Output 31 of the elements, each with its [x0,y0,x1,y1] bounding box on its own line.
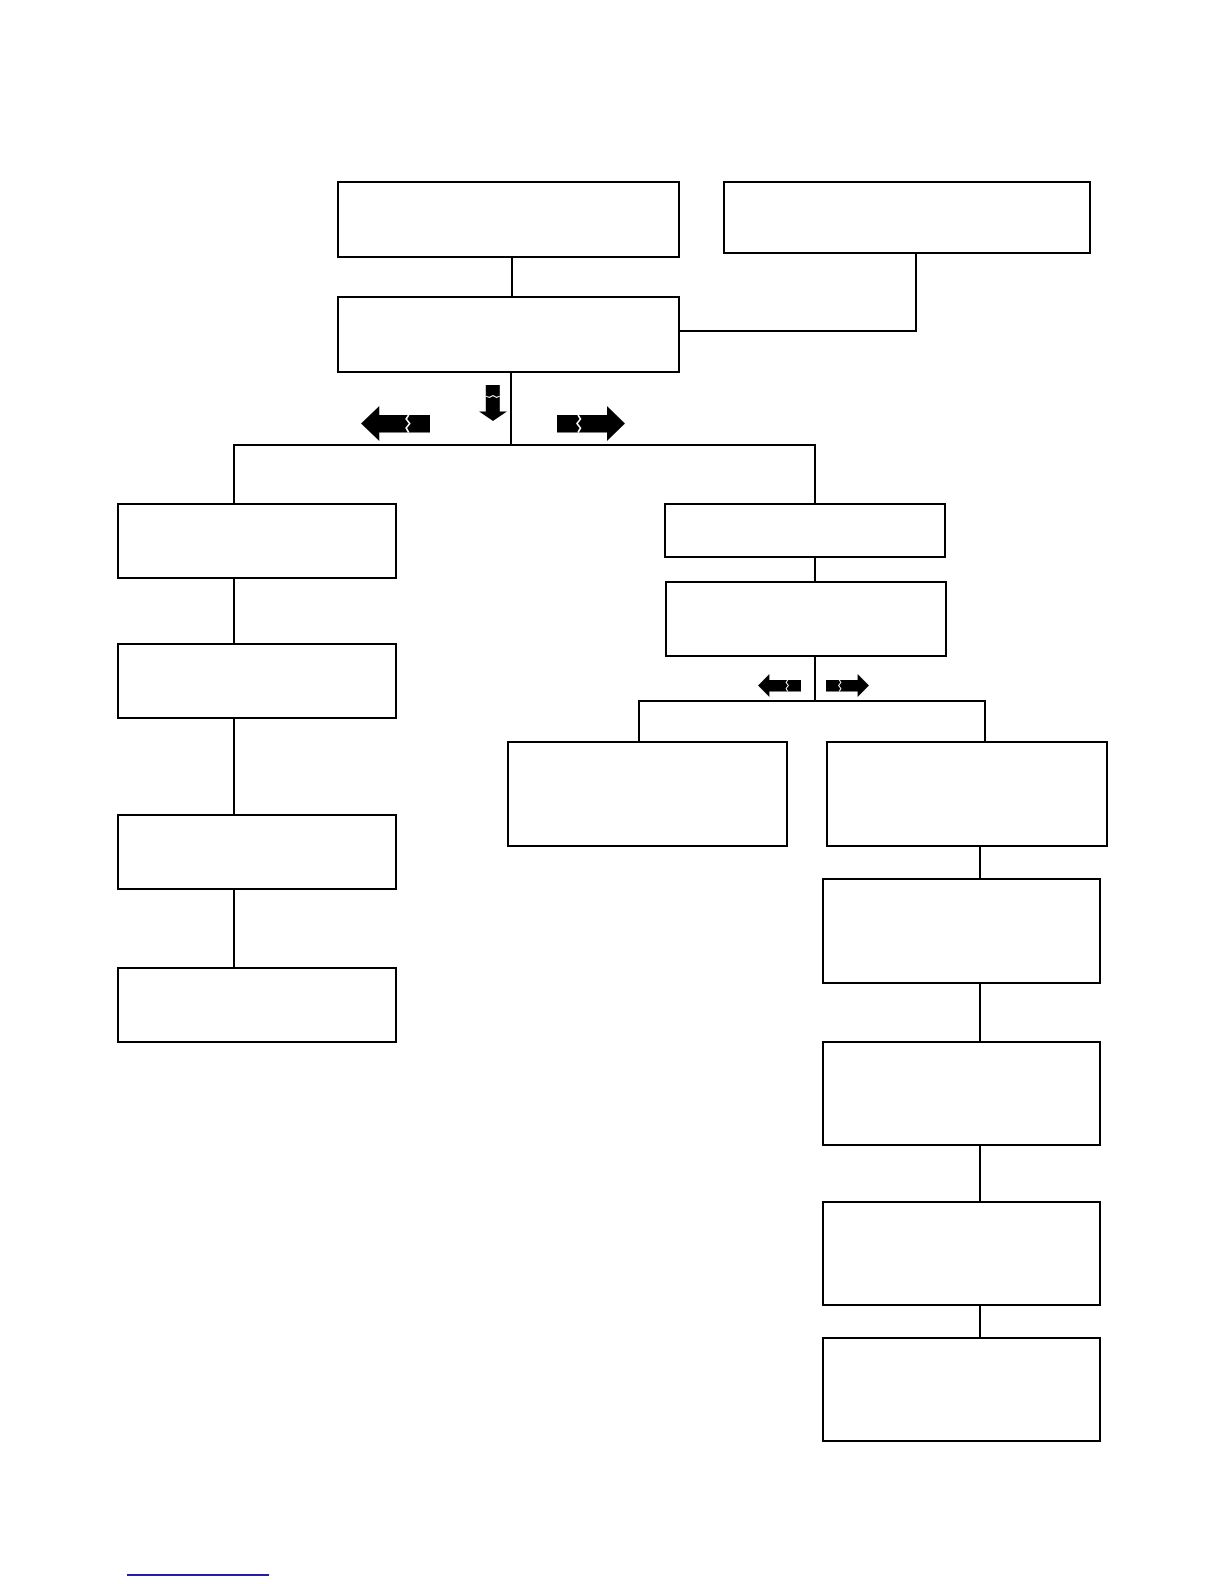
process-box [826,741,1108,847]
connector-line [233,718,235,815]
connector-line [679,253,917,332]
process-box [507,741,788,847]
process-box [664,503,946,558]
process-box [337,296,680,373]
connector-line [979,1145,981,1202]
connector-line [510,372,512,446]
connector-line [511,257,513,297]
connector-line [510,444,816,504]
process-box [117,814,397,890]
process-box [822,1201,1101,1306]
connector-line [979,1305,981,1338]
connector-line [814,557,816,582]
process-box [723,181,1091,254]
process-box [822,1337,1101,1442]
process-box [665,581,947,657]
connector-line [979,846,981,879]
process-box [337,181,680,258]
connector-line [233,444,512,504]
connector-line [233,578,235,644]
connector-line [233,889,235,968]
process-box [822,1041,1101,1146]
process-box [117,967,397,1043]
connector-line [979,983,981,1042]
connector-line [814,656,816,702]
process-box [117,643,397,719]
connector-line [814,700,986,742]
connector-line [638,700,816,742]
process-box [117,503,397,579]
process-box [822,878,1101,984]
